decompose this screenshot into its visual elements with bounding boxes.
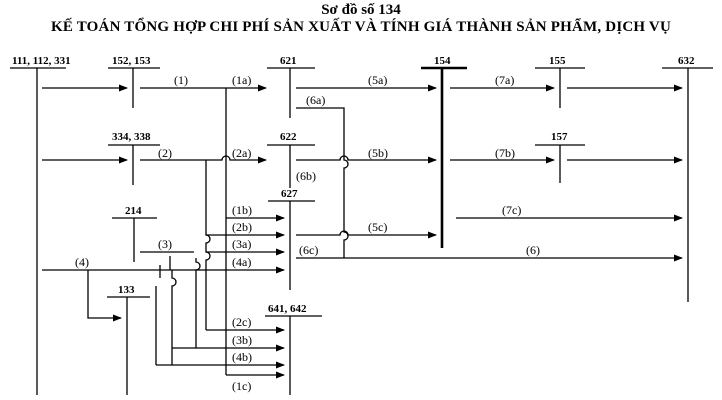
- t-account-155: [535, 67, 585, 108]
- t-account-111: [10, 67, 66, 395]
- account-152-label: 152, 153: [112, 55, 151, 67]
- flow-label: (1b): [232, 203, 252, 217]
- flow-label: (2): [158, 146, 172, 160]
- diagram-title: KẾ TOÁN TỔNG HỢP CHI PHÍ SẢN XUẤT VÀ TÍN…: [50, 19, 671, 35]
- trunk-2: [205, 160, 211, 330]
- t-account-214: [112, 217, 157, 262]
- flow-label: (3): [158, 237, 172, 251]
- flow-label: (6b): [296, 169, 316, 183]
- t-account-334: [108, 144, 160, 185]
- account-621-label: 621: [280, 55, 297, 67]
- account-154-label: 154: [434, 55, 451, 67]
- diagram-number: Sơ đồ số 134: [321, 2, 401, 18]
- account-133-label: 133: [118, 284, 135, 296]
- t-account-632: [662, 67, 713, 302]
- flow-label: (1c): [232, 379, 251, 393]
- flow-label: (2b): [232, 220, 252, 234]
- flow-label: (6): [526, 243, 540, 257]
- trunk-4: [171, 270, 177, 365]
- flow-label: (7c): [502, 203, 521, 217]
- flow-label: (7b): [495, 146, 515, 160]
- account-334-label: 334, 338: [112, 131, 151, 143]
- account-155-label: 155: [549, 55, 566, 67]
- flow-label: (7a): [495, 73, 514, 87]
- flow-label: (4): [75, 255, 89, 269]
- account-214-label: 214: [125, 205, 142, 217]
- t-account-627: [268, 200, 315, 290]
- flow-label: (6c): [299, 243, 318, 257]
- flow-label: (6a): [306, 93, 325, 107]
- flow-label: (2a): [232, 146, 251, 160]
- arrow-6a: [296, 107, 349, 258]
- arrow-4-to-133: [87, 270, 122, 322]
- t-account-622: [267, 144, 315, 188]
- t-account-152: [108, 67, 160, 108]
- flow-label: (3a): [232, 237, 251, 251]
- t-account-157: [535, 144, 585, 183]
- account-111-label: 111, 112, 331: [12, 55, 71, 67]
- flow-label: (4a): [232, 255, 251, 269]
- t-account-641: [265, 315, 322, 395]
- flow-label: (5b): [368, 146, 388, 160]
- flow-label: (3b): [232, 333, 252, 347]
- t-account-621: [267, 67, 315, 118]
- arrow-5b: [296, 155, 437, 164]
- flow-label: (5c): [368, 220, 387, 234]
- account-157-label: 157: [551, 131, 568, 143]
- flow-label: (5a): [368, 73, 387, 87]
- t-account-154: [421, 66, 467, 248]
- flow-label: (1): [174, 73, 188, 87]
- account-622-label: 622: [280, 131, 297, 143]
- account-641-label: 641, 642: [268, 303, 307, 315]
- account-632-label: 632: [678, 55, 695, 67]
- t-account-133: [107, 296, 150, 395]
- flow-label: (4b): [232, 350, 252, 364]
- trunk-3: [195, 258, 201, 348]
- flow-label: (2c): [232, 315, 251, 329]
- flow-label: (1a): [232, 73, 251, 87]
- account-627-label: 627: [281, 188, 298, 200]
- arrow-5c: [296, 230, 437, 239]
